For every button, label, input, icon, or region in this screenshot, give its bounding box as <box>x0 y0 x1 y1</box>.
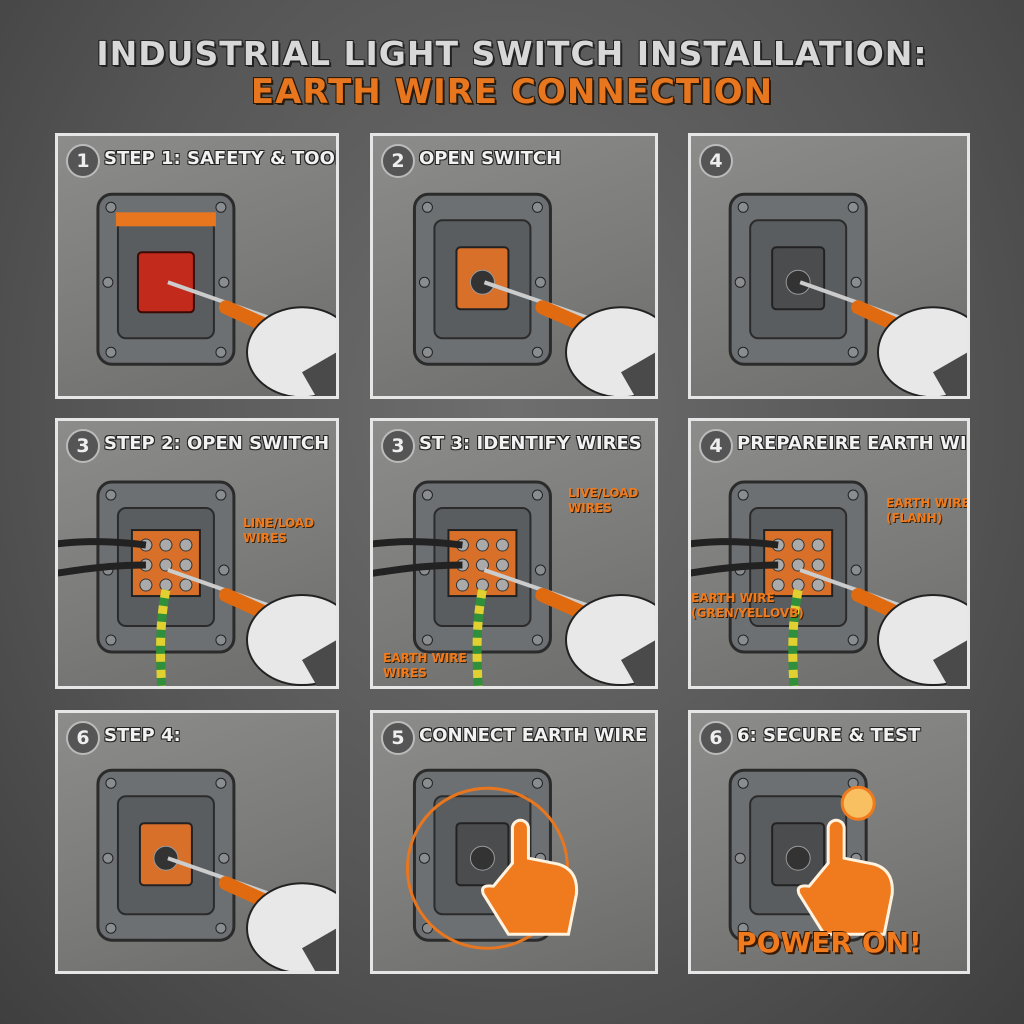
wire-callout-label: LINE/LOAD WIRES <box>243 516 315 545</box>
step-number-badge: 4 <box>699 144 733 178</box>
step-heading: STEP 2: OPEN SWITCH <box>104 433 330 454</box>
light-bulb-icon <box>840 785 876 821</box>
wire-callout-label: EARTH WIRE (FLANH) <box>886 496 970 525</box>
step-number-badge: 3 <box>381 429 415 463</box>
wire-callout-label: EARTH WIRE (GREN/YELLOVB) <box>691 591 804 620</box>
step-heading: 6: SECURE & TEST <box>737 725 921 746</box>
wire-callout-label: EARTH WIRE WIRES <box>383 651 467 680</box>
step-heading: CONNECT EARTH WIRE <box>419 725 648 746</box>
step-heading: PREPAREIRE EARTH WIRE <box>737 433 970 454</box>
step-number-badge: 4 <box>699 429 733 463</box>
step-panel: 4 <box>688 133 970 399</box>
wire-callout-label: LIVE/LOAD WIRES <box>568 486 639 515</box>
step-heading: STEP 4: <box>104 725 181 746</box>
switch-plate-illustration <box>96 192 336 396</box>
switch-plate-illustration <box>728 768 894 942</box>
switch-plate-illustration <box>58 480 336 686</box>
step-number-badge: 6 <box>66 721 100 755</box>
step-heading: ST 3: IDENTIFY WIRES <box>419 433 642 454</box>
switch-plate-illustration <box>728 192 967 396</box>
switch-plate-illustration <box>96 768 336 971</box>
title-line-1: INDUSTRIAL LIGHT SWITCH INSTALLATION: <box>96 34 928 73</box>
switch-plate-illustration <box>412 192 655 396</box>
step-number-badge: 6 <box>699 721 733 755</box>
step-number-badge: 5 <box>381 721 415 755</box>
step-number-badge: 2 <box>381 144 415 178</box>
switch-plate-illustration <box>405 768 579 950</box>
switch-plate-illustration <box>373 480 655 686</box>
step-number-badge: 1 <box>66 144 100 178</box>
switch-plate-illustration <box>691 480 967 686</box>
hand-pointer-icon <box>481 818 579 936</box>
step-number-badge: 3 <box>66 429 100 463</box>
title-line-2: EARTH WIRE CONNECTION <box>250 72 774 112</box>
hand-pointer-icon <box>796 818 894 936</box>
step-heading: STEP 1: SAFETY & TOOLS <box>104 148 339 169</box>
step-heading: OPEN SWITCH <box>419 148 562 169</box>
power-on-label: POWER ON! <box>736 926 922 959</box>
